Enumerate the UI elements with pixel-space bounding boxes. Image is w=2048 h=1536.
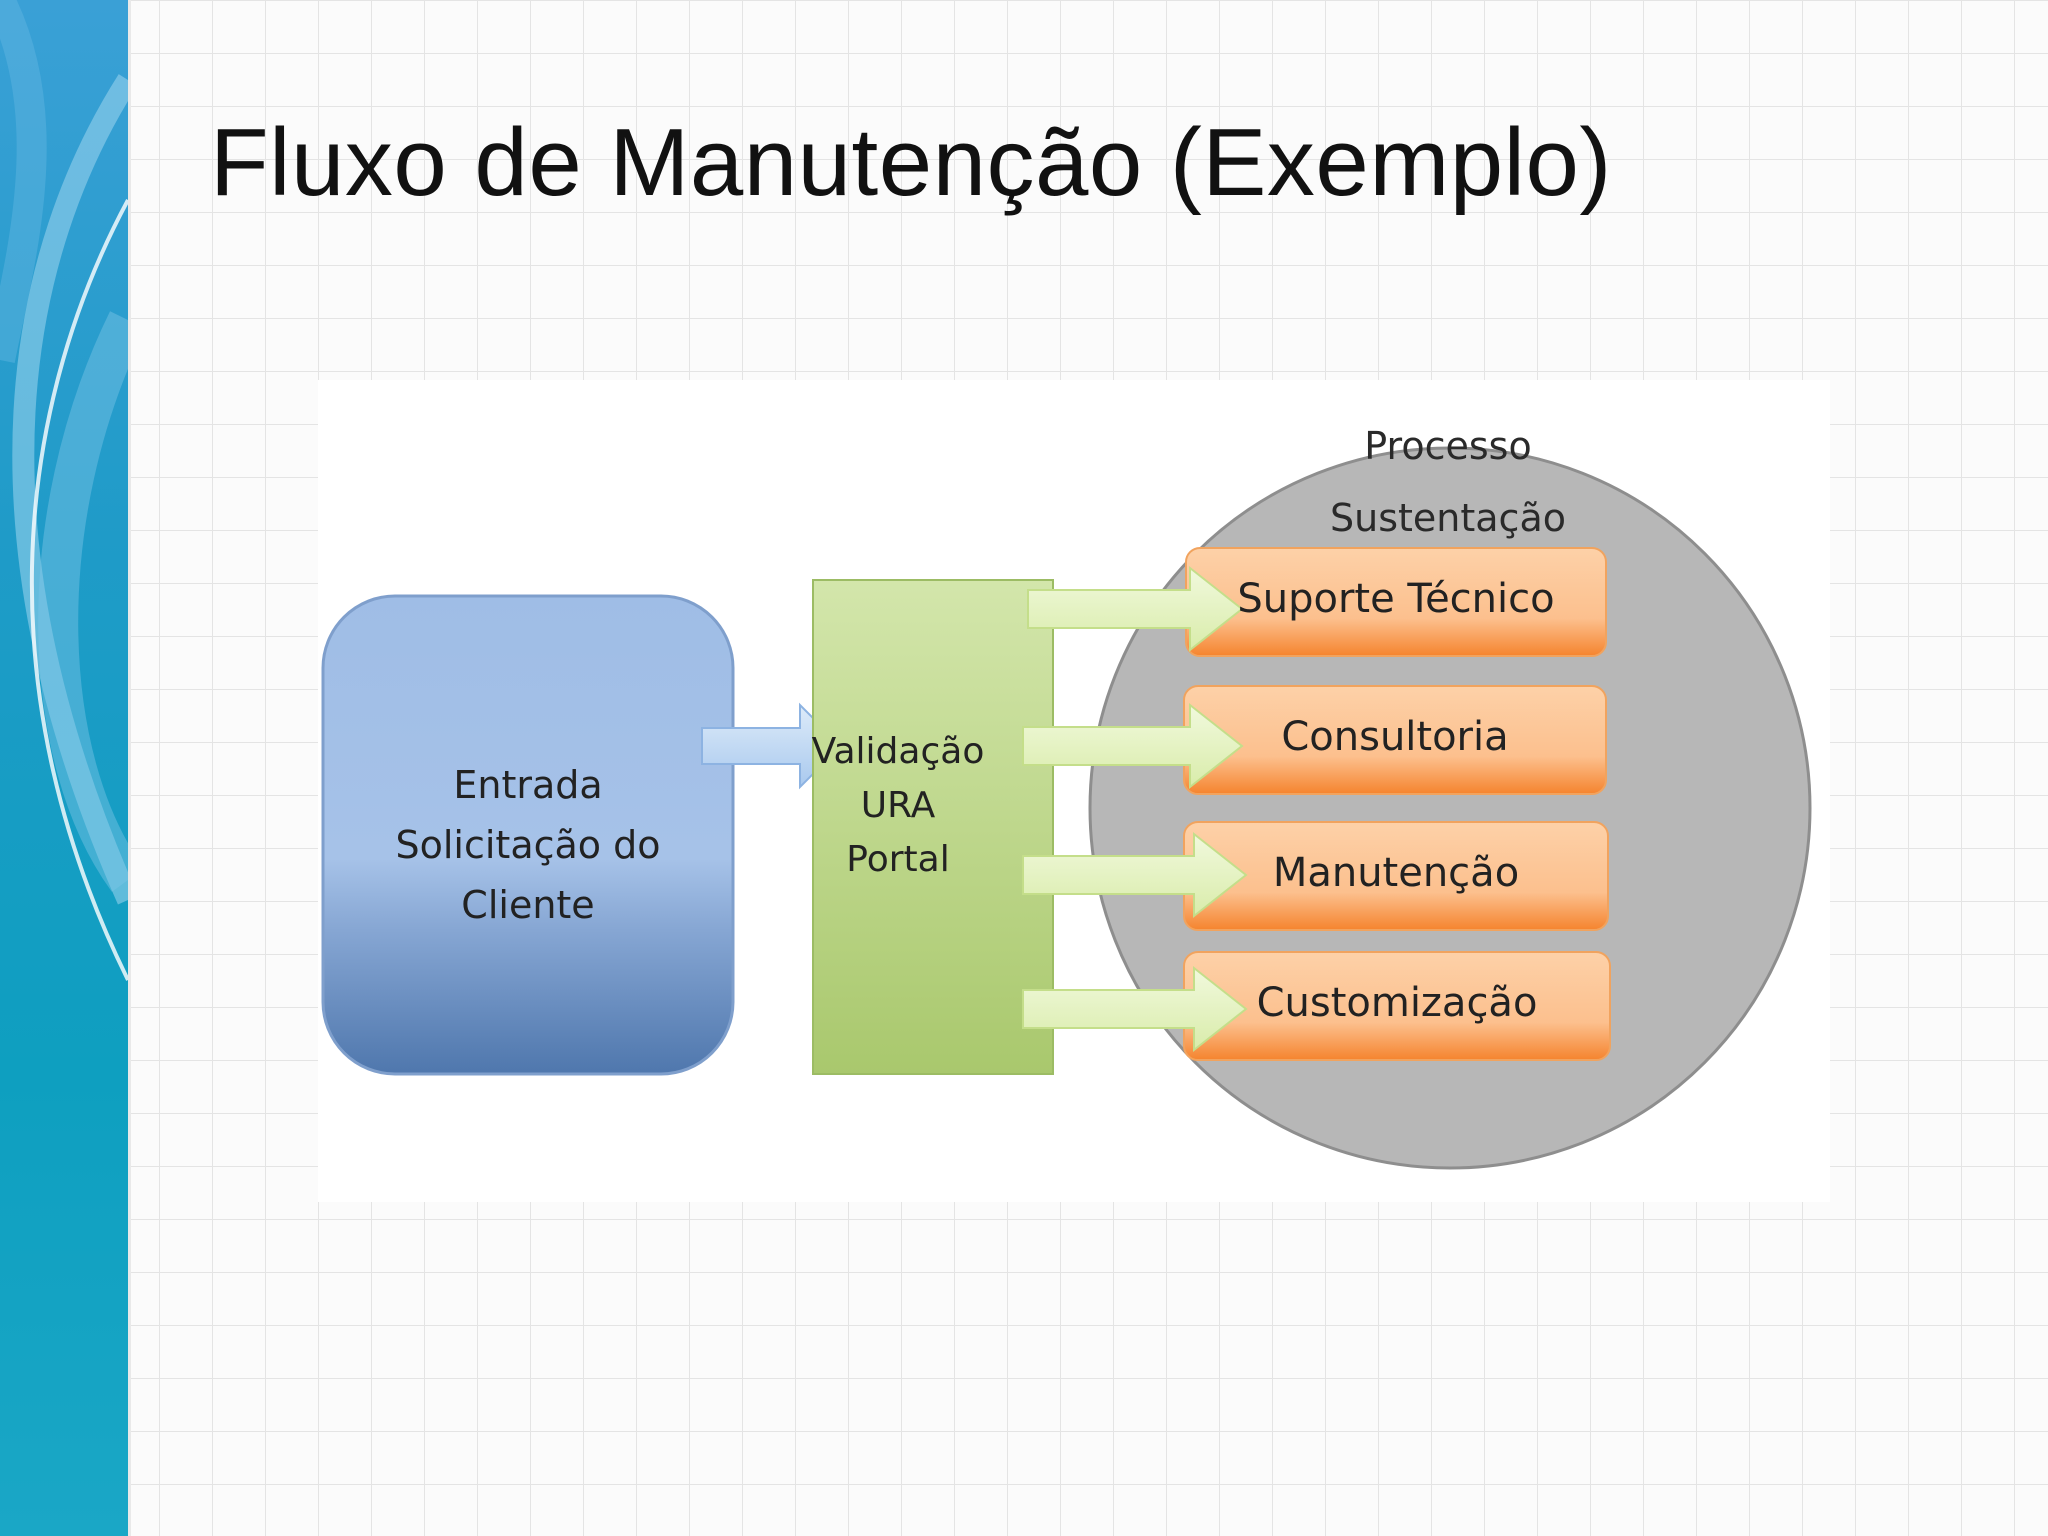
slide-sidebar-decoration bbox=[0, 0, 131, 1536]
slide-title: Fluxo de Manutenção (Exemplo) bbox=[210, 109, 1612, 216]
arrow-to-suporte bbox=[1027, 565, 1244, 653]
validacao-line-2: URA bbox=[860, 785, 936, 826]
step-label-manutencao: Manutenção bbox=[1272, 850, 1520, 896]
entrada-line-2: Solicitação do bbox=[395, 823, 661, 867]
entrada-label: Entrada Solicitação do Cliente bbox=[318, 755, 738, 935]
processo-label: Processo Sustentação bbox=[1238, 410, 1658, 554]
validacao-box bbox=[812, 579, 1054, 1075]
arrow-to-consultoria bbox=[1022, 702, 1244, 790]
entrada-box bbox=[321, 594, 735, 1076]
step-label-suporte: Suporte Técnico bbox=[1237, 576, 1555, 622]
maintenance-flow-diagram: Entrada Solicitação do Cliente Validação… bbox=[318, 380, 1830, 1202]
arrow-to-manutencao bbox=[1022, 831, 1248, 919]
processo-line-1: Processo bbox=[1364, 424, 1532, 468]
validacao-label: Validação URA Portal bbox=[808, 725, 988, 887]
validacao-line-1: Validação bbox=[811, 731, 985, 772]
arrow-to-customizacao bbox=[1022, 965, 1248, 1053]
swoosh-decoration bbox=[0, 0, 128, 981]
step-label-consultoria: Consultoria bbox=[1281, 714, 1509, 760]
diagram-shapes bbox=[321, 446, 1812, 1170]
entrada-line-3: Cliente bbox=[461, 883, 595, 927]
entrada-line-1: Entrada bbox=[453, 763, 603, 807]
validacao-line-3: Portal bbox=[846, 839, 950, 880]
step-label-customizacao: Customização bbox=[1256, 980, 1538, 1026]
processo-line-2: Sustentação bbox=[1330, 496, 1566, 540]
